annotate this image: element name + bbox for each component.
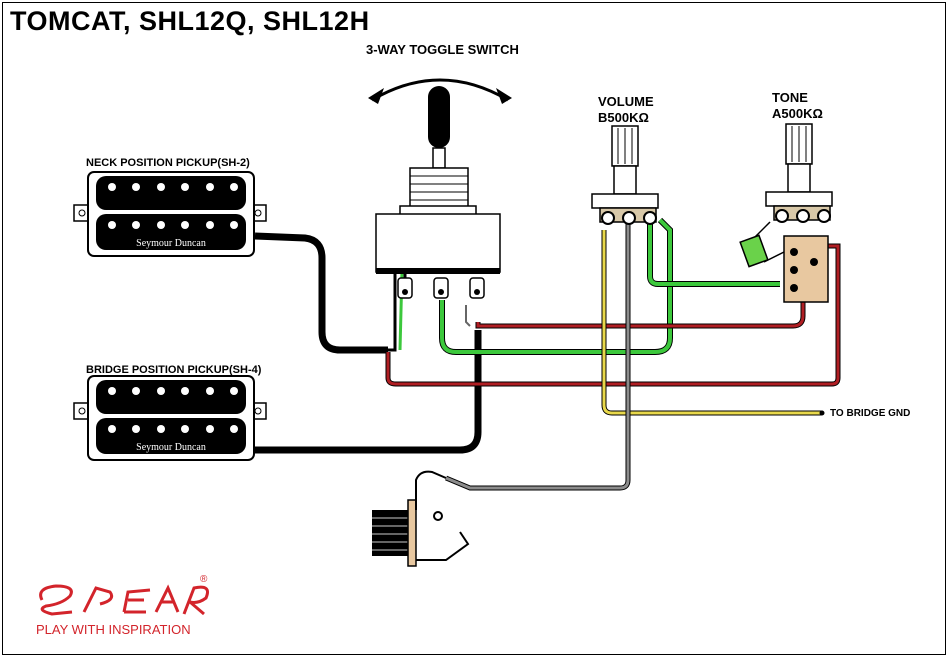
bridge-pickup-brand: Seymour Duncan xyxy=(136,442,206,453)
logo-registered-mark: ® xyxy=(200,574,208,585)
page-title: TOMCAT, SHL12Q, SHL12H xyxy=(10,6,370,36)
output-jack xyxy=(372,470,470,567)
bridge-pickup-label: BRIDGE POSITION PICKUP(SH-4) xyxy=(86,364,262,376)
bridge-pickup-poles xyxy=(108,387,238,447)
tone-value: A500KΩ xyxy=(772,106,823,121)
volume-label: VOLUME xyxy=(598,94,654,109)
volume-pot[interactable] xyxy=(591,125,659,225)
bridge-ground-label: TO BRIDGE GND xyxy=(830,408,911,419)
tone-capacitor xyxy=(739,221,785,268)
spear-logo xyxy=(39,584,209,616)
neck-pickup-brand: Seymour Duncan xyxy=(136,238,206,249)
neck-hot-wire xyxy=(254,232,388,354)
tone-pot[interactable] xyxy=(765,123,833,303)
bridge-hot-wire xyxy=(255,330,482,454)
neck-pickup-poles xyxy=(108,183,238,243)
tone-label: TONE xyxy=(772,90,808,105)
logo-tagline: PLAY WITH INSPIRATION xyxy=(36,622,191,637)
toggle-switch-label: 3-WAY TOGGLE SWITCH xyxy=(366,42,519,57)
toggle-switch[interactable] xyxy=(368,78,512,299)
volume-value: B500KΩ xyxy=(598,110,649,125)
neck-pickup-label: NECK POSITION PICKUP(SH-2) xyxy=(86,157,250,169)
